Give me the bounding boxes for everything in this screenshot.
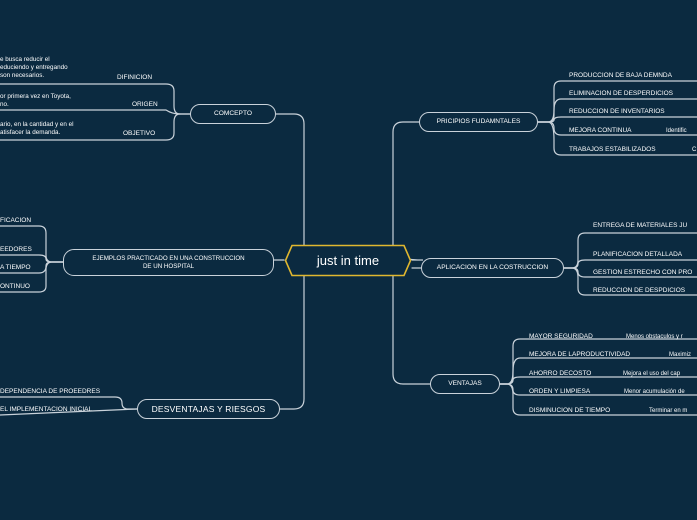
ejemplos-item[interactable]: A TIEMPO [0,264,31,271]
branch-ejemplos-label-2: DE UN HOSPITAL [142,262,195,270]
ventajas-item[interactable]: DISMINUCION DE TIEMPO [529,407,611,414]
desc-line: or primera vez en Toyota, [0,93,71,100]
ventajas-item-desc: Menor acumulación de [624,389,685,395]
concepto-item-objetivo[interactable]: OBJETIVO [123,130,156,137]
ventajas-item[interactable]: ORDEN Y LIMPIESA [529,388,591,395]
desc-line: ario, en la cantidad y en el [0,121,74,128]
desc-line: no. [0,101,9,108]
ejemplos-item[interactable]: FICACION [0,217,32,224]
branch-desventajas-label: DESVENTAJAS Y RIESGOS [151,404,266,414]
principios-item[interactable]: REDUCCION DE INVENTARIOS [569,108,665,115]
concepto-objetivo-desc: ario, en la cantidad y en el atisfacer l… [0,121,74,137]
principios-item[interactable]: TRABAJOS ESTABILIZADOS [569,146,656,153]
desc-line: son necesarios. [0,72,45,79]
ventajas-item-desc: Mejora el uso del cap [623,371,681,377]
principios-item-desc: C [692,147,697,153]
ejemplos-item[interactable]: EEDORES [0,246,32,253]
desc-line: e busca reducir el [0,56,50,63]
branch-ventajas-label: VENTAJAS [448,380,482,387]
branch-aplicacion-label: APLICACION EN LA COSTRUCCION [436,264,549,271]
principios-item[interactable]: PRODUCCION DE BAJA DEMNDA [569,72,672,79]
ventajas-item[interactable]: MEJORA DE LAPRODUCTIVIDAD [529,351,631,358]
aplicacion-item[interactable]: PLANIFICACION DETALLADA [593,251,683,258]
principios-item[interactable]: ELIMINACION DE DESPERDICIOS [569,90,674,97]
branch-principios[interactable]: PRICIPIOS FUDAMNTALES [419,112,538,132]
concepto-item-definicion[interactable]: DIFINICION [117,74,153,81]
aplicacion-item[interactable]: ENTREGA DE MATERIALES JU [593,222,688,229]
desc-line: educiendo y entregando [0,64,68,71]
central-topic-frame [284,244,412,277]
ejemplos-item[interactable]: ONTINUO [0,283,30,290]
ventajas-item-desc: Terminar en m [649,408,688,414]
branch-concepto-label: COMCEPTO [214,110,252,117]
central-topic-label: just in time [316,253,380,268]
branch-principios-label: PRICIPIOS FUDAMNTALES [436,118,521,125]
branch-desventajas[interactable]: DESVENTAJAS Y RIESGOS [137,399,280,419]
ventajas-item-desc: Maximiz [669,352,691,358]
concepto-item-origen[interactable]: ORIGEN [132,101,158,108]
concepto-origen-desc: or primera vez en Toyota, no. [0,93,71,109]
branch-aplicacion[interactable]: APLICACION EN LA COSTRUCCION [421,258,564,278]
branch-concepto[interactable]: COMCEPTO [190,104,276,124]
desventajas-item[interactable]: DEPENDENCIA DE PROEEDRES [0,388,101,395]
branch-ejemplos[interactable]: EJEMPLOS PRACTICADO EN UNA CONSTRUCCION … [63,249,274,276]
principios-item[interactable]: MEJORA CONTINUA [569,127,632,134]
central-topic[interactable]: just in time [284,244,412,277]
principios-item-desc: Identific [666,128,687,134]
branch-ejemplos-label-1: EJEMPLOS PRACTICADO EN UNA CONSTRUCCION [92,254,245,262]
ventajas-item[interactable]: AHORRO DECOSTO [529,370,592,377]
aplicacion-item[interactable]: GESTION ESTRECHO CON PRO [593,269,693,276]
concepto-definicion-desc: e busca reducir el educiendo y entregand… [0,56,68,80]
branch-ventajas[interactable]: VENTAJAS [430,374,500,394]
ventajas-item-desc: Menos obstaculos y r [626,334,683,340]
ventajas-item[interactable]: MAYOR SEGURIDAD [529,333,593,340]
desc-line: atisfacer la demanda. [0,129,61,136]
desventajas-item[interactable]: EL IMPLEMENTACION INICIAL [0,406,93,413]
aplicacion-item[interactable]: REDUCCION DE DESPDICIOS [593,287,686,294]
